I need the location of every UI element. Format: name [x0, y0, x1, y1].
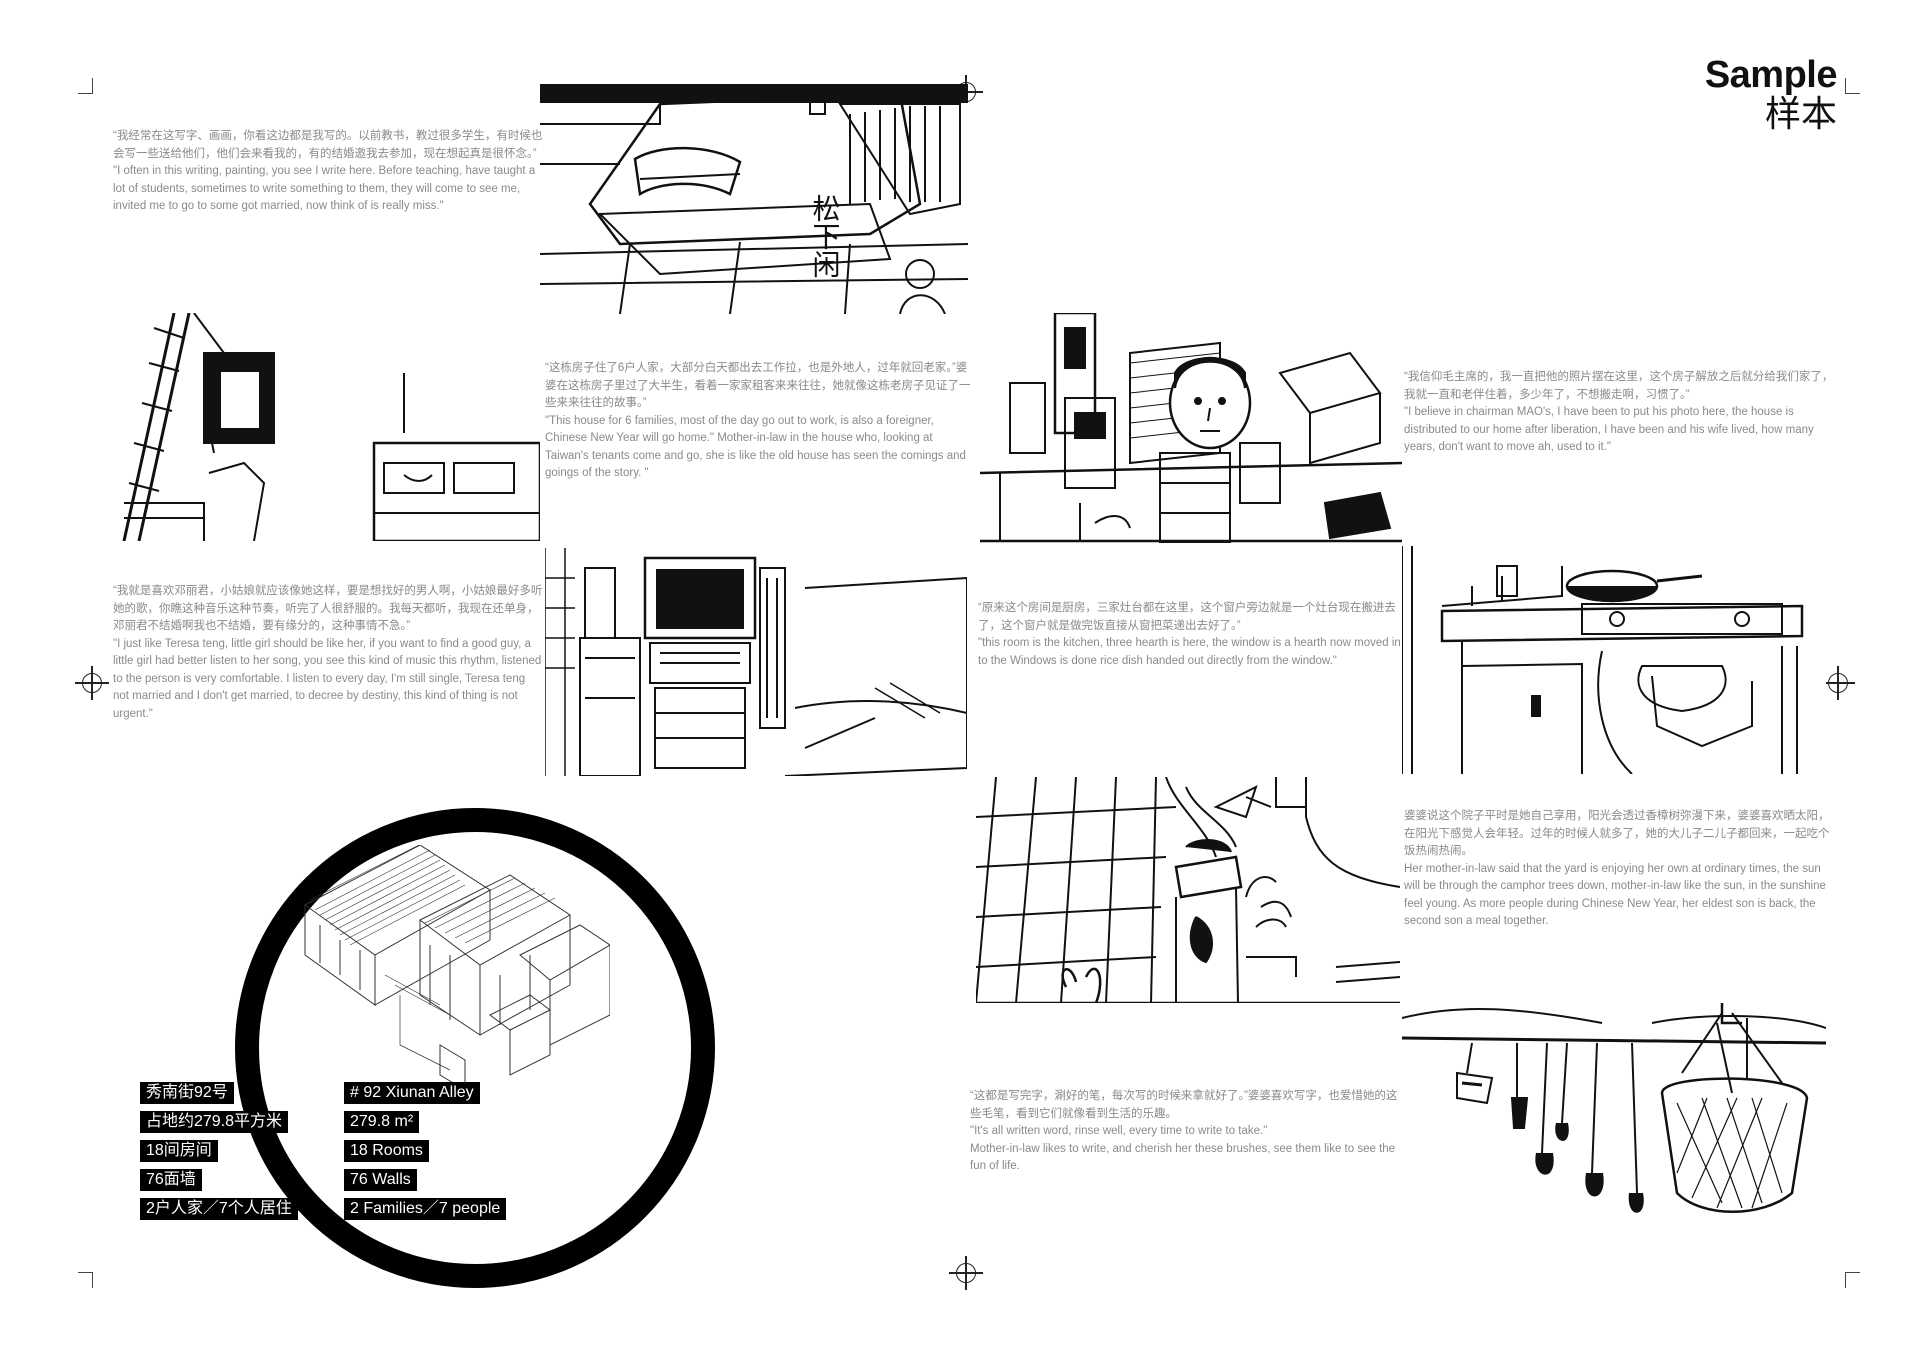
caption-zh: “我经常在这写字、画画，你看这边都是我写的。以前教书，教过很多学生，有时候也会写…: [113, 130, 543, 160]
axonometric-building-drawing: [300, 845, 610, 1095]
caption-zh: 婆婆说这个院子平时是她自己享用，阳光会透过香樟树弥漫下来，婆婆喜欢晒太阳，在阳光…: [1404, 810, 1830, 857]
caption-kitchen: “原来这个房间是厨房，三家灶台都在这里，这个窗户旁边就是一个灶台现在搬进去了，这…: [978, 600, 1406, 670]
crop-mark: [1845, 93, 1860, 94]
caption-brushes: “这都是写完字，涮好的笔，每次写的时候来拿就好了。”婆婆喜欢写字，也爱惜她的这些…: [970, 1088, 1400, 1176]
fact-area-en: 279.8 m²: [344, 1111, 420, 1133]
title-chinese: 样本: [1764, 94, 1837, 135]
tv-room-sketch: [545, 548, 967, 776]
caption-mao: “我信仰毛主席的，我一直把他的照片摆在这里，这个房子解放之后就分给我们家了，我就…: [1404, 369, 1834, 457]
bed-sketch: 松下闲: [540, 84, 968, 314]
caption-en: "this room is the kitchen, three hearth …: [978, 637, 1401, 667]
fact-residents-en: 2 Families／7 people: [344, 1198, 507, 1220]
fact-address-zh: 秀南街92号: [140, 1082, 234, 1104]
fact-walls-en: 76 Walls: [344, 1169, 417, 1191]
caption-en: "I often in this writing, painting, you …: [113, 165, 536, 212]
caption-yard: 婆婆说这个院子平时是她自己享用，阳光会透过香樟树弥漫下来，婆婆喜欢晒太阳，在阳光…: [1404, 808, 1834, 931]
caption-zh: “我信仰毛主席的，我一直把他的照片摆在这里，这个房子解放之后就分给我们家了，我就…: [1404, 371, 1834, 401]
caption-teresa: “我就是喜欢邓丽君，小姑娘就应该像她这样，要是想找好的男人啊，小姑娘最好多听她的…: [113, 583, 543, 723]
registration-mark: [1821, 666, 1855, 700]
yard-sketch: [976, 777, 1400, 1003]
fact-rooms-en: 18 Rooms: [344, 1140, 429, 1162]
registration-mark: [949, 1256, 983, 1290]
caption-en: "I believe in chairman MAO's, I have bee…: [1404, 406, 1814, 453]
caption-zh: “我就是喜欢邓丽君，小姑娘就应该像她这样，要是想找好的男人啊，小姑娘最好多听她的…: [113, 585, 543, 632]
fact-area-zh: 占地约279.8平方米: [140, 1111, 289, 1133]
caption-en: "I just like Teresa teng, little girl sh…: [113, 637, 542, 720]
fact-rooms-zh: 18间房间: [140, 1140, 218, 1162]
title-english: Sample: [1704, 54, 1838, 96]
wall-sketch: [114, 313, 540, 541]
caption-en: Her mother-in-law said that the yard is …: [1404, 862, 1826, 928]
caption-en: "It's all written word, rinse well, ever…: [970, 1125, 1268, 1137]
sample-title: Sample 样本: [1704, 54, 1838, 135]
crop-mark: [78, 93, 93, 94]
crop-mark: [78, 1272, 93, 1273]
brushes-sketch: [1402, 1003, 1826, 1231]
caption-families: “这栋房子住了6户人家，大部分白天都出去工作拉，也是外地人，过年就回老家。”婆婆…: [545, 360, 975, 483]
fact-address-en: # 92 Xiunan Alley: [344, 1082, 480, 1104]
caption-zh: “这都是写完字，涮好的笔，每次写的时候来拿就好了。”婆婆喜欢写字，也爱惜她的这些…: [970, 1090, 1398, 1120]
registration-mark: [75, 666, 109, 700]
stove-sketch: [1402, 546, 1826, 774]
fact-residents-zh: 2户人家／7个人居住: [140, 1198, 298, 1220]
door-label: 松下闲: [809, 194, 842, 278]
crop-mark: [1845, 78, 1846, 94]
caption-writing: “我经常在这写字、画画，你看这边都是我写的。以前教书，教过很多学生，有时候也会写…: [113, 128, 543, 216]
mao-portrait-sketch: [980, 313, 1402, 543]
caption-zh: “这栋房子住了6户人家，大部分白天都出去工作拉，也是外地人，过年就回老家。”婆婆…: [545, 362, 971, 409]
caption-en: "This house for 6 families, most of the …: [545, 414, 966, 480]
crop-mark: [92, 78, 93, 94]
crop-mark: [1845, 1272, 1846, 1288]
crop-mark: [1845, 1272, 1860, 1273]
caption-en: Mother-in-law likes to write, and cheris…: [970, 1142, 1396, 1173]
fact-walls-zh: 76面墙: [140, 1169, 202, 1191]
crop-mark: [92, 1272, 93, 1288]
caption-zh: “原来这个房间是厨房，三家灶台都在这里，这个窗户旁边就是一个灶台现在搬进去了，这…: [978, 602, 1396, 632]
